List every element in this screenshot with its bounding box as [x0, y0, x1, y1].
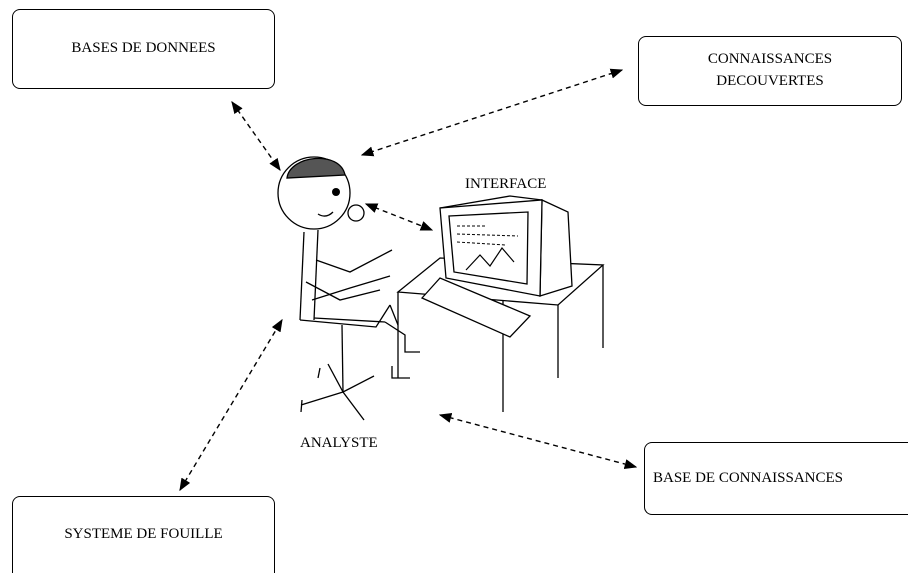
analyst-hair	[286, 157, 346, 179]
computer-desk	[396, 195, 605, 412]
node-connaissances-label-1: CONNAISSANCES	[707, 51, 833, 68]
node-connaissances-decouvertes: CONNAISSANCES DECOUVERTES	[638, 36, 902, 106]
keyboard	[420, 277, 532, 338]
node-base-de-connaissances: BASE DE CONNAISSANCES	[644, 442, 908, 515]
analyst-ear	[347, 204, 365, 222]
analyste-label: ANALYSTE	[300, 435, 378, 451]
node-base-de-connaissances-label: BASE DE CONNAISSANCES	[653, 469, 844, 486]
monitor-side	[539, 198, 573, 297]
analyst-eye	[332, 188, 340, 196]
analyst-mouth	[317, 211, 334, 217]
edge-base-de-connaissances-analyste	[438, 413, 638, 469]
node-bases-de-donnees: BASES DE DONNEES	[12, 9, 275, 89]
analyst-figure	[277, 156, 420, 421]
edge-bases-de-donnees-analyste	[231, 100, 281, 172]
node-bases-de-donnees-label: BASES DE DONNEES	[71, 40, 216, 57]
monitor-screen	[448, 211, 529, 285]
interface-label: INTERFACE	[465, 176, 547, 192]
node-connaissances-label-2: DECOUVERTES	[716, 73, 824, 89]
node-systeme-de-fouille-label: SYSTEME DE FOUILLE	[64, 526, 223, 543]
edge-analyste-interface	[364, 203, 434, 231]
edge-connaissances-analyste	[360, 68, 624, 157]
edge-systeme-de-fouille-analyste	[179, 318, 283, 492]
screen-chart-line	[465, 247, 515, 271]
node-systeme-de-fouille: SYSTEME DE FOUILLE	[12, 496, 275, 573]
